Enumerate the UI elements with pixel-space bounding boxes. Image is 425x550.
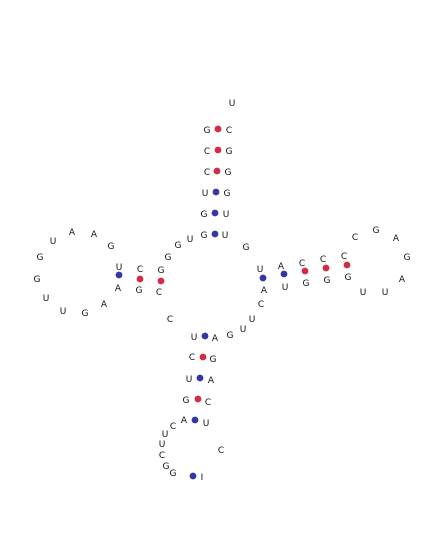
acceptor-nucleotide-right: U: [222, 231, 229, 241]
t-stem-nucleotide: A: [261, 286, 268, 296]
d-loop-nucleotide: U: [43, 294, 50, 304]
base-pair-dot: [157, 277, 165, 285]
anticodon-loop-nucleotide: I: [201, 473, 204, 483]
d-stem-nucleotide: C: [156, 288, 162, 298]
anticodon-stem-nucleotide-right: G: [210, 355, 217, 365]
acceptor-nucleotide-left: C: [204, 168, 210, 178]
d-loop-nucleotide: A: [69, 228, 76, 238]
anticodon-arm: U A C G U A G C A U C U U C G G I C: [159, 332, 224, 483]
base-pair-dot: [212, 188, 220, 196]
t-stem-nucleotide: A: [278, 262, 285, 272]
base-pair-dot: [322, 264, 330, 272]
d-linker-nucleotide: C: [167, 315, 173, 325]
anticodon-loop-nucleotide: G: [163, 462, 170, 472]
anticodon-stem-nucleotide-right: A: [212, 334, 219, 344]
d-linker-nucleotide: G: [175, 241, 182, 251]
d-loop-nucleotide: G: [108, 242, 115, 252]
anticodon-loop-nucleotide: U: [159, 440, 166, 450]
t-arm: G U A A U C G C G C G C G A G A U U C U …: [227, 226, 411, 341]
t-stem-nucleotide: C: [320, 255, 326, 265]
t-stem-nucleotide: G: [345, 273, 352, 283]
d-arm: U G G U A C G G C G A A U G G U U G A C: [34, 228, 194, 325]
acceptor-tail-nucleotide: U: [229, 99, 236, 109]
d-loop-nucleotide: A: [91, 230, 98, 240]
d-stem-nucleotide: G: [136, 286, 143, 296]
anticodon-stem-nucleotide-left: C: [189, 353, 195, 363]
acceptor-nucleotide-left: U: [202, 189, 209, 199]
d-linker-nucleotide: U: [187, 235, 194, 245]
base-pair-dot: [211, 230, 219, 238]
d-loop-nucleotide: A: [101, 300, 108, 310]
acceptor-nucleotide-right: C: [226, 126, 232, 136]
acceptor-nucleotide-right: G: [224, 189, 231, 199]
d-stem-nucleotide: C: [137, 265, 143, 275]
anticodon-loop-nucleotide: C: [170, 422, 176, 432]
acceptor-nucleotide-left: C: [204, 147, 210, 157]
d-stem-nucleotide: U: [116, 263, 123, 273]
anticodon-stem-nucleotide-left: G: [183, 396, 190, 406]
anticodon-loop-nucleotide: U: [162, 430, 169, 440]
d-loop-nucleotide: G: [82, 309, 89, 319]
anticodon-stem-nucleotide-left: U: [186, 375, 193, 385]
base-pair-dot: [115, 271, 123, 279]
base-pair-dot: [211, 209, 219, 217]
variable-loop-nucleotide: U: [240, 325, 247, 335]
base-pair-dot: [280, 270, 288, 278]
base-pair-dot: [191, 416, 199, 424]
t-stem-nucleotide: G: [324, 276, 331, 286]
t-linker-nucleotide: G: [243, 243, 250, 253]
d-loop-nucleotide: U: [60, 307, 67, 317]
variable-loop-nucleotide: G: [227, 331, 234, 341]
d-stem-nucleotide: G: [158, 266, 165, 276]
t-loop-nucleotide: A: [399, 275, 406, 285]
base-pair-dot: [214, 146, 222, 154]
anticodon-stem-nucleotide-right: C: [205, 398, 211, 408]
acceptor-nucleotide-right: U: [223, 210, 230, 220]
base-pair-dot: [343, 261, 351, 269]
acceptor-stem: U G C C G C G U G G U G U: [201, 99, 236, 241]
t-loop-nucleotide: G: [373, 226, 380, 236]
anticodon-stem-nucleotide-left: U: [191, 333, 198, 343]
t-stem-nucleotide: U: [282, 283, 289, 293]
t-loop-nucleotide: A: [393, 234, 400, 244]
t-stem-nucleotide: C: [299, 259, 305, 269]
d-linker-nucleotide: G: [165, 253, 172, 263]
t-loop-nucleotide: G: [404, 253, 411, 263]
acceptor-nucleotide-left: G: [204, 126, 211, 136]
base-pair-dot: [259, 274, 267, 282]
anticodon-stem-nucleotide-right: U: [203, 419, 210, 429]
base-pair-dot: [213, 167, 221, 175]
acceptor-nucleotide-left: G: [201, 231, 208, 241]
d-loop-nucleotide: G: [34, 275, 41, 285]
anticodon-stem-nucleotide-left: A: [181, 416, 188, 426]
anticodon-loop-nucleotide: G: [170, 469, 177, 479]
acceptor-nucleotide-right: G: [225, 168, 232, 178]
base-pair-dot: [196, 374, 204, 382]
variable-loop-nucleotide: C: [258, 300, 264, 310]
d-loop-nucleotide: U: [50, 237, 57, 247]
base-pair-dot: [199, 353, 207, 361]
t-loop-nucleotide: U: [360, 288, 367, 298]
base-pair-dot: [214, 125, 222, 133]
base-pair-dot: [201, 332, 209, 340]
t-stem-nucleotide: C: [341, 252, 347, 262]
variable-loop-nucleotide: U: [249, 315, 256, 325]
anticodon-stem-nucleotide-right: A: [208, 376, 215, 386]
base-pair-dot: [189, 472, 197, 480]
acceptor-nucleotide-left: G: [201, 210, 208, 220]
t-loop-nucleotide: C: [352, 233, 358, 243]
anticodon-loop-nucleotide: C: [218, 446, 224, 456]
base-pair-dot: [136, 275, 144, 283]
d-stem-nucleotide: A: [115, 284, 122, 294]
t-stem-nucleotide: G: [303, 279, 310, 289]
acceptor-nucleotide-right: G: [226, 147, 233, 157]
t-stem-nucleotide: U: [257, 265, 264, 275]
base-pair-dot: [194, 395, 202, 403]
anticodon-loop-nucleotide: C: [159, 451, 165, 461]
t-loop-nucleotide: U: [382, 288, 389, 298]
base-pair-dot: [301, 267, 309, 275]
d-loop-nucleotide: G: [37, 253, 44, 263]
